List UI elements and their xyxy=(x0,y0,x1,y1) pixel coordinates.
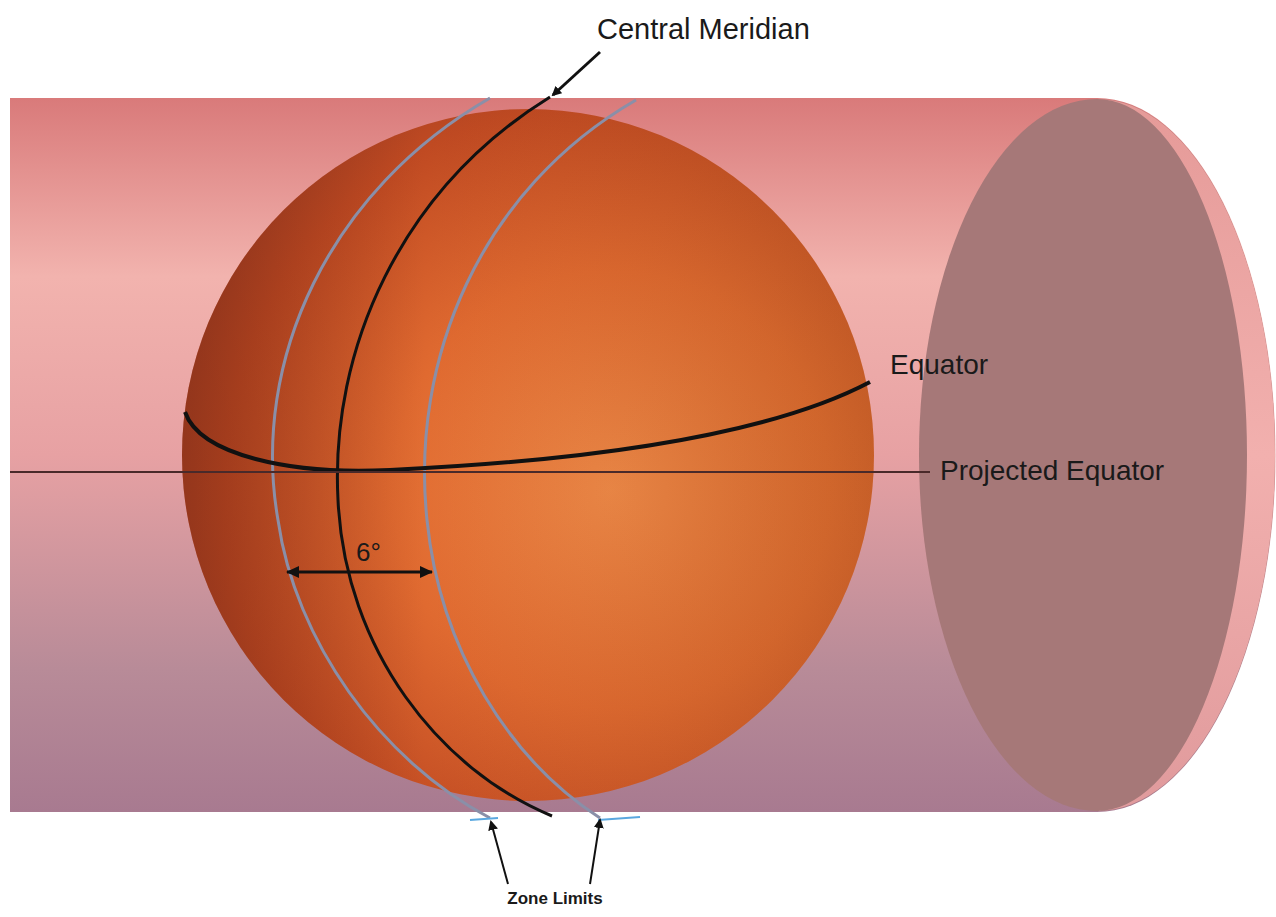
cylinder-body xyxy=(10,98,1276,812)
feature-label: Equator xyxy=(890,350,988,381)
callout-label: Zone Limits xyxy=(507,890,602,909)
dimension-arrow xyxy=(287,571,432,574)
globe-shade xyxy=(182,109,874,801)
cylinder-rim xyxy=(1097,99,1275,811)
feature-label: Projected Equator xyxy=(940,456,1164,487)
projected-equator-line xyxy=(10,471,930,473)
cylinder-opening xyxy=(919,99,1275,811)
leader-arrow xyxy=(590,820,600,884)
equator-line xyxy=(185,382,870,471)
title-label: Central Meridian xyxy=(597,14,810,46)
dimension-label: 6° xyxy=(356,538,381,567)
leader-arrow xyxy=(491,822,508,884)
central-meridian-line xyxy=(337,97,552,816)
zone-limit-tick xyxy=(470,818,498,820)
zone-limit-west xyxy=(272,98,490,818)
zone-limit-tick xyxy=(598,817,640,820)
leader-arrow xyxy=(553,52,600,95)
globe xyxy=(182,109,874,801)
